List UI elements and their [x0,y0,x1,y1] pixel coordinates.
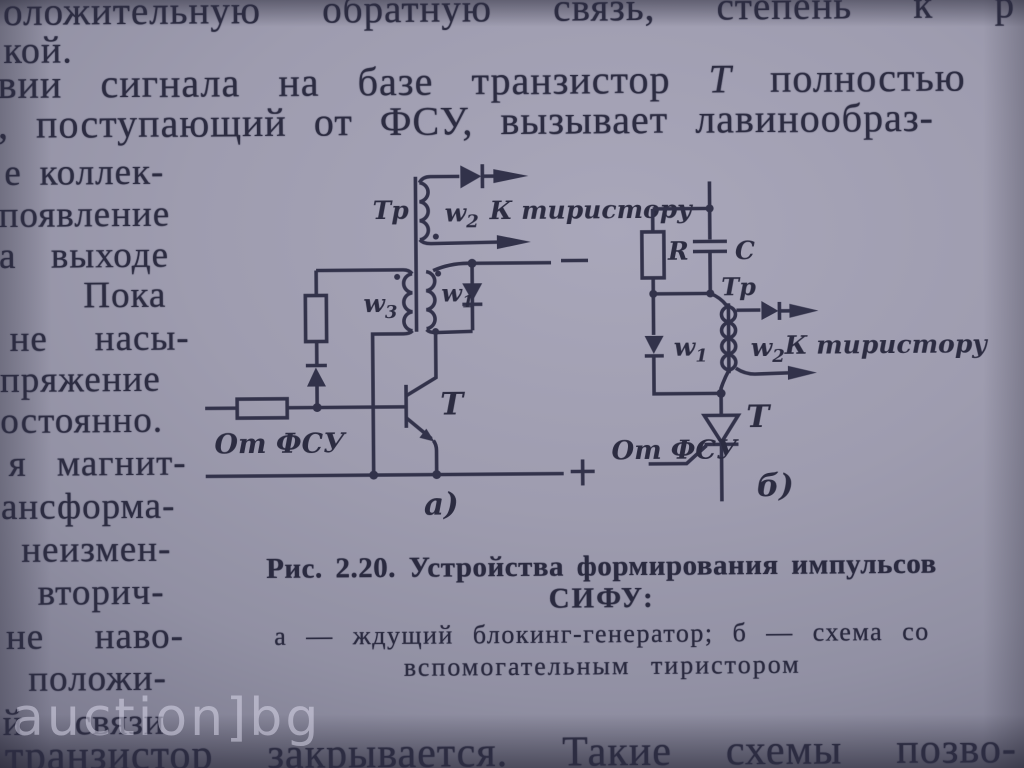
transformer-label: Тр [373,196,410,225]
from-fsu-label: От ФСУ [214,428,347,460]
watermark: auction]bg [12,688,322,748]
bottom-rail [205,471,564,479]
polarity-dot [435,270,442,277]
resistor [303,293,329,344]
diode [307,367,327,387]
gate-wire [648,444,708,466]
w2-top-lead [417,174,460,184]
diode [460,165,482,189]
transformer-top-lead [709,291,728,307]
thyristor-label: Т [746,399,771,435]
w1-winding [425,269,437,331]
w3-winding [401,272,414,333]
polarity-dot [394,273,401,280]
diode [462,283,483,302]
capacitor-label: C [735,236,755,265]
w2-label: w2 [751,333,785,367]
diode [644,335,664,354]
polarity-dot [432,233,439,240]
capacitor [692,239,727,254]
arrow-icon [496,235,531,250]
w1-top-lead [432,261,473,273]
minus-rail [472,260,552,266]
wire [651,355,722,396]
w2-label: w2 [445,198,479,232]
scheme-a: Тр w2 К тиристору w3 w1 Т От ФСУ а) [205,164,693,523]
arrow-icon [787,365,817,380]
junction-dot [432,470,442,480]
emitter-lead [431,439,439,475]
transformer-label: Тр [721,272,756,301]
plus-sign [570,459,595,486]
diode [761,301,779,321]
base-wire [287,405,406,410]
w2-winding [418,180,431,242]
scheme-b-label: б) [757,468,794,504]
scheme-a-label: а) [424,486,459,522]
emitter-arrow-icon [419,428,435,442]
w1-label: w1 [441,278,474,312]
w1-label: w1 [674,332,708,366]
thyristor-triangle [700,413,742,446]
from-fsu-label: От ФСУ [611,435,739,466]
collector [405,332,438,398]
resistor-label: R [667,237,689,266]
junction-dot [369,470,379,480]
wire [650,206,710,232]
to-thyristor-label: К тиристору [784,329,989,360]
w3-top-lead [316,268,414,275]
w3-bottom-lead [370,329,414,476]
transformer-bottom-lead [719,369,731,394]
junction-dot [312,403,322,413]
w2-winding [726,304,738,373]
scheme-b: R C Тр w1 w2 К тиристору Т От ФСУ б) [611,181,989,504]
wire [734,366,789,376]
transformer-core [413,176,419,332]
w2-bottom-lead [418,238,498,246]
transistor-label: Т [440,386,465,422]
arrow-icon [493,169,529,184]
arrow-icon [789,303,819,318]
resistor [639,229,666,280]
input-resistor [235,396,290,420]
w3-label: w3 [363,289,397,323]
